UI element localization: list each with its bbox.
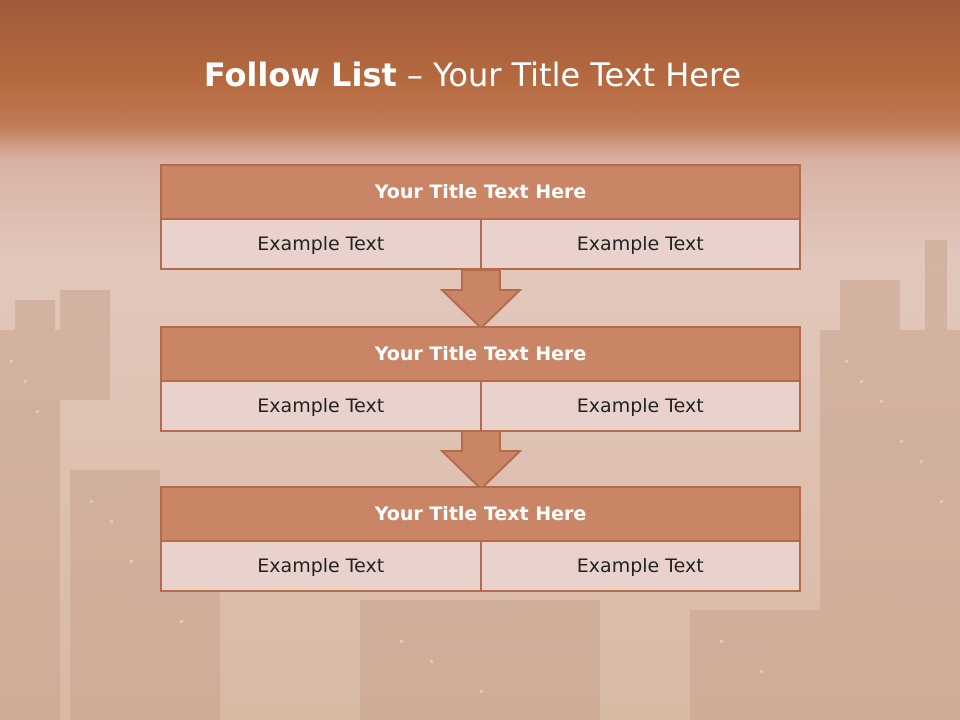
slide-title: Follow List – Your Title Text Here	[0, 56, 945, 94]
step-row: Example Text Example Text	[160, 382, 801, 432]
step-title: Your Title Text Here	[160, 164, 801, 220]
step-block-2: Your Title Text Here Example Text Exampl…	[160, 326, 801, 432]
step-cell-right: Example Text	[481, 382, 801, 432]
slide-title-bold: Follow List	[203, 56, 397, 94]
step-cell-left: Example Text	[160, 220, 482, 270]
step-cell-right: Example Text	[481, 542, 801, 592]
down-arrow-icon	[440, 431, 522, 491]
step-cell-left: Example Text	[160, 542, 482, 592]
step-row: Example Text Example Text	[160, 220, 801, 270]
step-block-3: Your Title Text Here Example Text Exampl…	[160, 486, 801, 592]
step-row: Example Text Example Text	[160, 542, 801, 592]
step-cell-right: Example Text	[481, 220, 801, 270]
step-title: Your Title Text Here	[160, 326, 801, 382]
step-title: Your Title Text Here	[160, 486, 801, 542]
step-block-1: Your Title Text Here Example Text Exampl…	[160, 164, 801, 270]
step-cell-left: Example Text	[160, 382, 482, 432]
slide-title-rest: – Your Title Text Here	[396, 56, 742, 94]
down-arrow-icon	[440, 270, 522, 330]
